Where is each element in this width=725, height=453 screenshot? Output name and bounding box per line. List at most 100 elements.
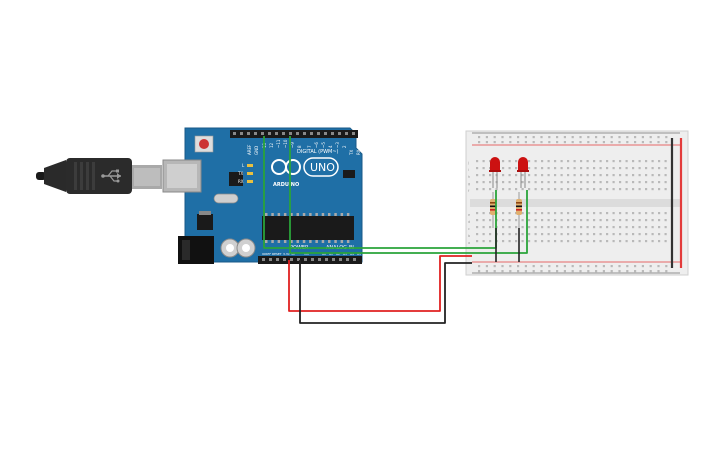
breadboard-row-labels: j i h g f e d c b a — [467, 161, 471, 245]
breadboard-hole — [619, 160, 622, 163]
breadboard-hole — [625, 219, 628, 222]
breadboard-hole — [612, 240, 615, 243]
header-pin — [240, 132, 243, 135]
breadboard-hole — [625, 188, 628, 191]
breadboard-hole — [508, 181, 511, 184]
breadboard-hole — [534, 219, 537, 222]
breadboard-hole — [658, 167, 661, 170]
breadboard-hole — [521, 181, 524, 184]
breadboard-hole — [476, 240, 479, 243]
rail-hole — [649, 265, 652, 268]
breadboard-hole — [508, 160, 511, 163]
breadboard-hole — [593, 233, 596, 236]
usb-strain-relief — [44, 160, 66, 192]
rail-hole — [657, 270, 660, 273]
breadboard-hole — [541, 160, 544, 163]
wire-black-gnd[interactable] — [299, 260, 472, 324]
breadboard-hole — [534, 181, 537, 184]
breadboard-hole — [612, 174, 615, 177]
rail-hole — [524, 270, 527, 273]
breadboard-hole — [482, 160, 485, 163]
pin-label-a0: A0 — [322, 252, 326, 256]
row-label-f: f — [468, 189, 470, 193]
breadboard-hole — [502, 240, 505, 243]
breadboard-hole — [560, 181, 563, 184]
wire-green-2[interactable] — [289, 136, 528, 254]
rail-hole — [493, 270, 496, 273]
rail-hole — [665, 141, 668, 144]
breadboard-hole — [547, 167, 550, 170]
breadboard-hole — [658, 240, 661, 243]
breadboard-hole — [625, 167, 628, 170]
header-pin — [311, 258, 314, 261]
breadboard-hole — [645, 240, 648, 243]
led-1-rim — [489, 170, 501, 172]
breadboard-hole — [521, 233, 524, 236]
breadboard-hole — [593, 226, 596, 229]
header-pin — [247, 132, 250, 135]
led-2[interactable] — [517, 157, 529, 188]
breadboard-hole — [632, 212, 635, 215]
breadboard-hole — [567, 167, 570, 170]
rail-hole — [634, 141, 637, 144]
rail-hole — [579, 141, 582, 144]
breadboard-center-channel — [470, 199, 682, 207]
breadboard-hole — [547, 160, 550, 163]
breadboard-hole — [586, 233, 589, 236]
rail-hole — [571, 141, 574, 144]
breadboard-hole — [489, 226, 492, 229]
breadboard[interactable]: j i h g f e d c b a — [465, 130, 689, 276]
uno-badge — [303, 157, 339, 177]
rail-hole — [587, 141, 590, 144]
wires — [263, 136, 528, 324]
breadboard-hole — [476, 167, 479, 170]
breadboard-hole — [599, 167, 602, 170]
usb-cable[interactable] — [36, 158, 162, 194]
breadboard-hole — [554, 212, 557, 215]
breadboard-hole — [606, 240, 609, 243]
breadboard-hole — [528, 219, 531, 222]
breadboard-hole — [541, 188, 544, 191]
rail-hole — [563, 265, 566, 268]
breadboard-hole — [606, 160, 609, 163]
header-pin — [325, 258, 328, 261]
rail-hole — [501, 270, 504, 273]
breadboard-hole — [547, 212, 550, 215]
rail-hole — [610, 141, 613, 144]
rail-hole — [595, 270, 598, 273]
breadboard-hole — [534, 212, 537, 215]
breadboard-hole — [599, 212, 602, 215]
chip-pin — [315, 240, 318, 243]
breadboard-hole — [632, 226, 635, 229]
chip-pin — [296, 240, 299, 243]
rail-hole — [634, 265, 637, 268]
resistor-2[interactable] — [516, 192, 522, 228]
breadboard-hole — [489, 181, 492, 184]
chip-pin — [271, 240, 274, 243]
led-1[interactable] — [489, 157, 501, 188]
wire-red-5v[interactable] — [288, 255, 472, 312]
rail-hole — [548, 136, 551, 139]
breadboard-hole — [658, 212, 661, 215]
pin-label-4: 4 — [328, 145, 333, 148]
pin-label-gnd: GND — [254, 146, 259, 155]
breadboard-hole — [534, 160, 537, 163]
rail-hole — [579, 265, 582, 268]
digital-pin-labels: AREF GND 13 12 ~11 ~10 ~9 8 7 ~6 ~5 4 ~3… — [247, 139, 361, 156]
reset-button-cap[interactable] — [199, 139, 209, 149]
arduino-uno-board[interactable]: L TX RX ARDUINO UNO AREF GND 13 12 ~11 ~… — [162, 127, 363, 264]
chip-pin — [315, 213, 318, 216]
breadboard-hole — [593, 212, 596, 215]
pin-label-11: ~11 — [276, 139, 281, 148]
breadboard-hole — [586, 226, 589, 229]
header-pin — [353, 258, 356, 261]
led-l-label: L — [242, 163, 245, 168]
breadboard-hole — [645, 167, 648, 170]
resistor-1[interactable] — [490, 192, 496, 228]
rail-hole — [540, 141, 543, 144]
header-pin — [352, 132, 355, 135]
breadboard-hole — [658, 233, 661, 236]
pin-label-a1: A1 — [329, 252, 333, 256]
breadboard-hole — [476, 181, 479, 184]
breadboard-hole — [476, 160, 479, 163]
